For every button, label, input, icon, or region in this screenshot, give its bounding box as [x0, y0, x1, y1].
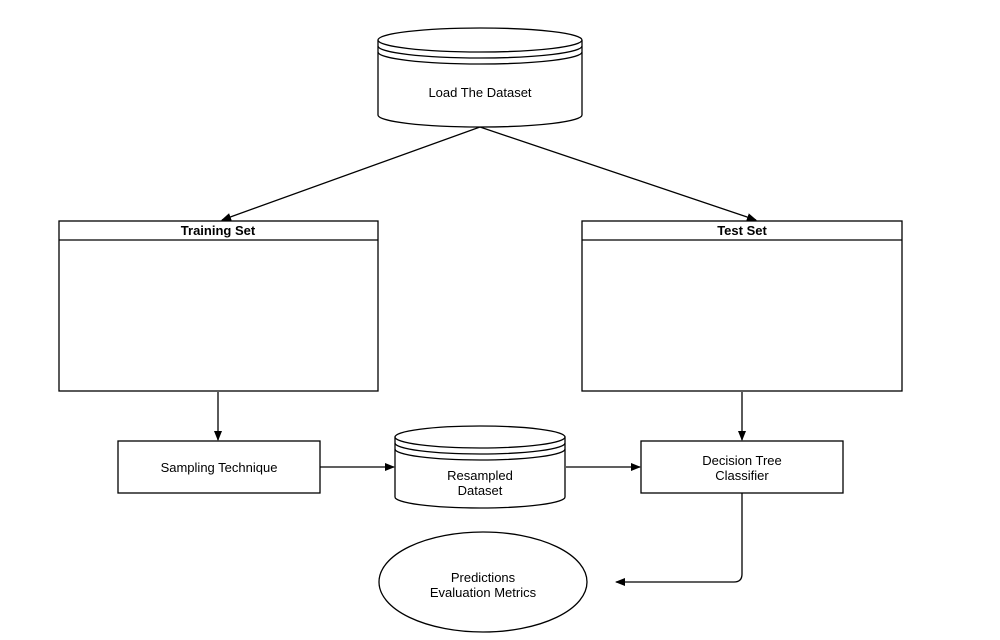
- predictions-label-line1: Predictions: [451, 570, 516, 585]
- predictions-label-line2: Evaluation Metrics: [430, 585, 537, 600]
- decision-tree-label-line1: Decision Tree: [702, 453, 781, 468]
- load-dataset-label: Load The Dataset: [428, 85, 531, 100]
- predictions-node: Predictions Evaluation Metrics: [378, 531, 588, 633]
- resampled-dataset-label-line1: Resampled: [447, 468, 513, 483]
- test-set-label: Test Set: [717, 223, 767, 238]
- decision-tree-label-line2: Classifier: [715, 468, 769, 483]
- training-set-node: Training Set: [58, 220, 379, 392]
- edge-classifier-to-predictions: [615, 493, 743, 586]
- resampled-dataset-label-line2: Dataset: [458, 483, 503, 498]
- training-set-label: Training Set: [181, 223, 256, 238]
- sampling-technique-label: Sampling Technique: [161, 460, 278, 475]
- test-set-node: Test Set: [581, 220, 903, 392]
- edge-load-to-training: [221, 126, 481, 221]
- resampled-dataset-node: Resampled Dataset: [394, 425, 566, 509]
- decision-tree-node: Decision Tree Classifier: [640, 440, 844, 494]
- edge-load-to-test: [479, 126, 757, 221]
- load-dataset-node: Load The Dataset: [377, 27, 583, 128]
- sampling-technique-node: Sampling Technique: [117, 440, 321, 494]
- edges: [214, 126, 757, 586]
